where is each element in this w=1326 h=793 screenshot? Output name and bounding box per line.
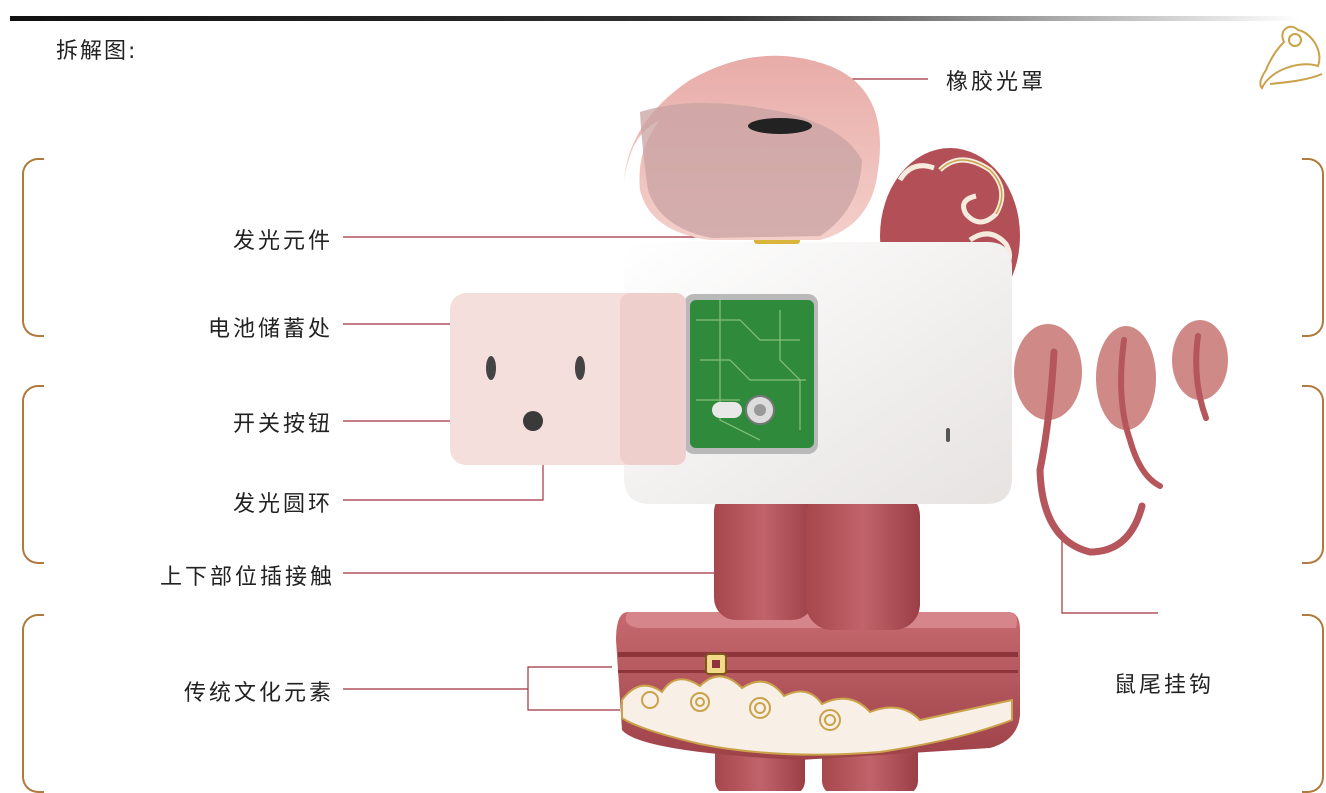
- face-block: [450, 293, 686, 465]
- label-light-ring: 发光圆环: [233, 492, 334, 517]
- label-light-element: 发光元件: [233, 229, 334, 254]
- base-block: [616, 612, 1020, 791]
- left-bracket-middle: [22, 385, 44, 564]
- label-switch: 开关按钮: [233, 412, 334, 437]
- right-bracket-middle: [1302, 385, 1324, 564]
- pcb-board: [684, 294, 818, 454]
- label-contact: 上下部位插接触: [160, 565, 336, 590]
- label-tail-hook: 鼠尾挂钩: [1114, 673, 1215, 698]
- left-bracket-top: [22, 158, 44, 337]
- right-bracket-top: [1302, 158, 1324, 337]
- cloud-pattern: [621, 675, 1013, 756]
- switch-button-icon: [523, 411, 543, 431]
- label-rubber-cover: 橡胶光罩: [946, 70, 1047, 95]
- label-culture: 传统文化元素: [184, 681, 335, 706]
- mouse-logo-icon: [1259, 25, 1323, 90]
- rubber-cover: [624, 55, 880, 241]
- page-title: 拆解图:: [56, 39, 138, 64]
- contact-legs: [714, 490, 920, 630]
- label-battery: 电池储蓄处: [208, 317, 334, 342]
- top-divider: [10, 16, 1300, 21]
- tail-hooks: [1014, 320, 1228, 556]
